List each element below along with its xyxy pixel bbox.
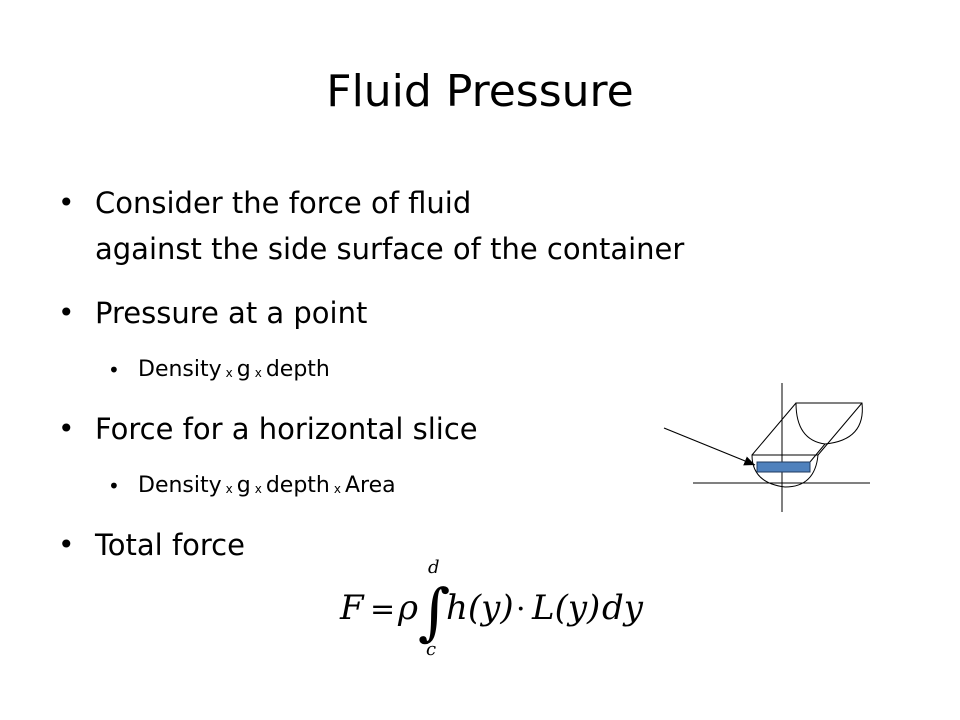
formula-rho: ρ bbox=[397, 588, 418, 628]
bullet-consider-line1: Consider the force of fluid bbox=[95, 186, 472, 220]
sub-word-density: Density bbox=[138, 473, 222, 498]
bullet-pressure-point-text: Pressure at a point bbox=[95, 296, 368, 330]
formula-L-of-y: L(y) bbox=[531, 588, 600, 628]
formula-dy: dy bbox=[602, 588, 644, 628]
sub-word-density: Density bbox=[138, 357, 222, 382]
formula-dot: · bbox=[516, 592, 526, 627]
times-sign: x bbox=[254, 366, 262, 380]
bullet-dot: • bbox=[58, 186, 75, 219]
sub-word-g: g bbox=[236, 357, 251, 382]
bullet-dot: • bbox=[58, 296, 75, 329]
bullet-consider-line2: against the side surface of the containe… bbox=[95, 232, 685, 266]
integral-sign: ∫ bbox=[418, 575, 450, 648]
bullet-consider: • Consider the force of fluid bbox=[58, 182, 472, 224]
bullet-total-force-text: Total force bbox=[95, 528, 245, 562]
bullet-dot: • bbox=[58, 412, 75, 445]
integral-lower-limit: c bbox=[426, 639, 436, 660]
sub-word-depth: depth bbox=[265, 357, 330, 382]
sub-word-g: g bbox=[236, 473, 251, 498]
bullet-force-slice: • Force for a horizontal slice bbox=[58, 408, 478, 450]
bullet-force-slice-text: Force for a horizontal slice bbox=[95, 412, 478, 446]
formula-h-of-y: h(y) bbox=[446, 588, 514, 628]
sub-word-depth: depth bbox=[265, 473, 330, 498]
bullet-dot: • bbox=[58, 528, 75, 561]
times-sign: x bbox=[225, 482, 233, 496]
formula-equals: = bbox=[370, 592, 395, 627]
integral-upper-limit: d bbox=[428, 557, 440, 578]
bullet-pressure-point: • Pressure at a point bbox=[58, 292, 368, 334]
subbullet-dot: • bbox=[108, 474, 120, 498]
formula-lhs: F bbox=[339, 588, 365, 628]
sub-word-area: Area bbox=[344, 473, 396, 498]
total-force-formula: F = ρ ∫ d c h(y) · L(y) dy bbox=[330, 555, 670, 665]
times-sign: x bbox=[333, 482, 341, 496]
subbullet-dot: • bbox=[108, 358, 120, 382]
times-sign: x bbox=[225, 366, 233, 380]
times-sign: x bbox=[254, 482, 262, 496]
bullet-total-force: • Total force bbox=[58, 524, 245, 566]
slide-title: Fluid Pressure bbox=[326, 66, 634, 117]
bullet-consider-continued: against the side surface of the containe… bbox=[95, 228, 684, 270]
